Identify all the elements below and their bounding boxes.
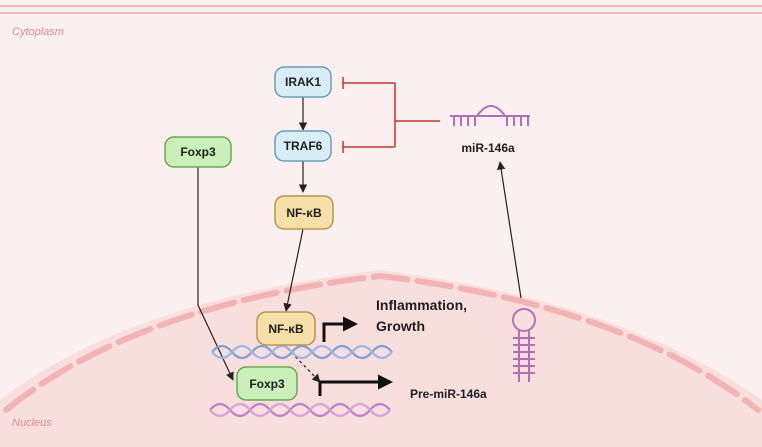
nfkb-nuc-label: NF-κB: [268, 322, 304, 336]
node-nfkb-cytoplasm: NF-κB: [274, 195, 334, 230]
arrow-pre-mirna-export: [497, 161, 522, 299]
traf6-label: TRAF6: [284, 139, 323, 153]
node-irak1: IRAK1: [274, 66, 332, 98]
arrow-nfkb-translocation: [283, 228, 304, 312]
inflammation-label-line2: Growth: [376, 318, 425, 334]
mirna-label: miR-146a: [461, 141, 515, 155]
arrow-foxp3-translocation: [197, 165, 234, 381]
pre-mirna-hairpin-icon: [512, 308, 536, 382]
node-foxp3-cytoplasm: Foxp3: [164, 136, 232, 168]
dna-helix-lower: [209, 402, 391, 418]
inflammation-label-line1: Inflammation,: [376, 297, 467, 313]
foxp3-nuc-label: Foxp3: [249, 377, 285, 391]
dna-helix-upper: [211, 344, 393, 360]
inhibition-bracket: [342, 77, 440, 153]
mirna-icon: [450, 105, 530, 126]
irak1-label: IRAK1: [285, 75, 321, 89]
transcription-arrow-pre-mirna: [318, 374, 393, 396]
node-traf6: TRAF6: [274, 130, 332, 162]
nfkb-cyto-label: NF-κB: [286, 206, 322, 220]
transcription-arrow-inflammation: [322, 316, 358, 342]
cytoplasm-label: Cytoplasm: [12, 26, 64, 38]
nucleus-label: Nucleus: [12, 417, 52, 429]
node-foxp3-nucleus: Foxp3: [236, 366, 298, 401]
nuclear-envelope: [3, 272, 761, 413]
foxp3-cyto-label: Foxp3: [180, 145, 216, 159]
node-nfkb-nucleus: NF-κB: [256, 311, 316, 346]
pre-mirna-label: Pre-miR-146a: [410, 387, 487, 401]
